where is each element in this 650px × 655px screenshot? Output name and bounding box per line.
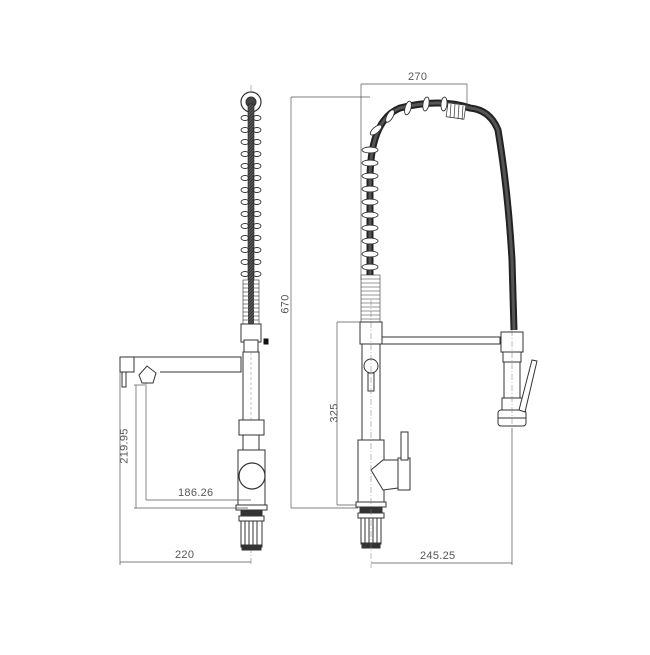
tight-spring — [242, 279, 260, 325]
hose-fitting — [445, 102, 467, 121]
front-view-dimensions — [290, 83, 513, 565]
side-view — [119, 85, 269, 565]
dim-body-height: 325 — [328, 403, 341, 423]
front-spring-coils — [361, 96, 448, 271]
dim-handshower-offset: 245.25 — [420, 550, 456, 562]
dim-overall-reach: 220 — [175, 549, 195, 561]
dim-spout-height: 219.95 — [118, 428, 131, 464]
spring-coils — [240, 115, 262, 277]
hose — [366, 99, 518, 331]
dim-overall-height: 670 — [279, 294, 292, 314]
side-view-dimensions — [119, 372, 251, 565]
dim-spout-projection: 186.26 — [178, 487, 214, 499]
front-tight-spring — [360, 274, 381, 324]
front-view — [355, 96, 538, 568]
dim-top-width: 270 — [408, 71, 428, 83]
clip-icon — [263, 338, 269, 345]
